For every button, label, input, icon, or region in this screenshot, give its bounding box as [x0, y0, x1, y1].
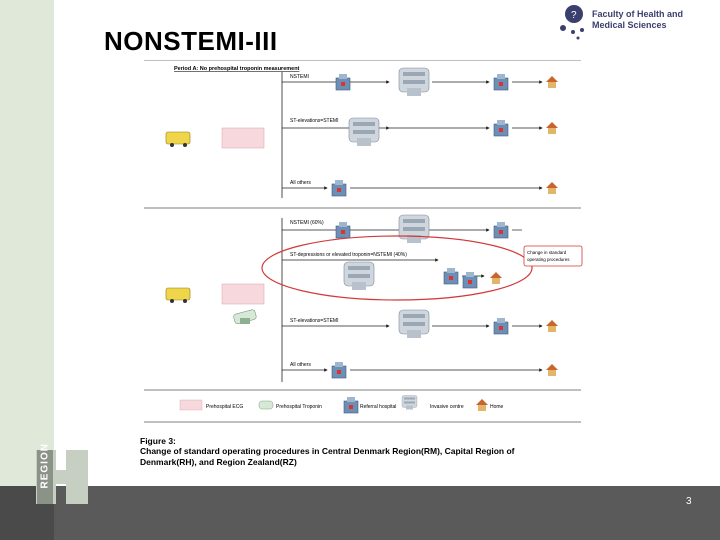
faculty-logo: ? [560, 5, 584, 40]
svg-text:Prehospital ECG: Prehospital ECG [206, 404, 243, 410]
svg-text:Home: Home [490, 404, 504, 410]
upper-ambulance [165, 131, 191, 147]
bottom-bar [54, 486, 720, 540]
slide-title: NONSTEMI-III [104, 26, 278, 56]
svg-text:ST-elevations=STEMI: ST-elevations=STEMI [290, 318, 339, 324]
callout-line2: operating procedures [527, 257, 570, 262]
svg-text:ST-elevations=STEMI: ST-elevations=STEMI [290, 118, 339, 124]
svg-text:Prehospital Troponin: Prehospital Troponin [276, 404, 322, 410]
region-h-logo [36, 450, 88, 504]
svg-text:Invasive centre: Invasive centre [430, 404, 464, 410]
svg-text:?: ? [571, 10, 577, 21]
troponin-device [233, 309, 257, 324]
lower-ambulance [165, 287, 191, 303]
callout-box [523, 245, 583, 267]
svg-text:Referral hospital: Referral hospital [360, 404, 396, 410]
svg-text:ST-depressions or elevated tro: ST-depressions or elevated troponin=NSTE… [290, 252, 407, 258]
faculty-logo-text: Faculty of Health and Medical Sciences [592, 9, 684, 30]
upper-ecg-strip [221, 127, 265, 149]
svg-text:NSTEMI (60%): NSTEMI (60%) [290, 220, 324, 226]
caption-label: Figure 3: [140, 436, 176, 446]
svg-text:All others: All others [290, 362, 311, 368]
lower-ecg-strip [221, 283, 265, 305]
side-strip [0, 0, 54, 486]
svg-text:NSTEMI: NSTEMI [290, 74, 309, 80]
sop-highlight-ellipse [261, 235, 533, 301]
caption-text: Change of standard operating procedures … [140, 446, 515, 467]
region-label: REGION [39, 443, 51, 489]
callout-line1: Change in standard [527, 250, 567, 255]
page-number: 3 [686, 496, 692, 507]
svg-text:All others: All others [290, 180, 311, 186]
period-a-heading: Period A: No prehospital troponin measur… [174, 66, 300, 72]
sop-flow-diagram: Period A: No prehospital troponin measur… [144, 60, 583, 423]
